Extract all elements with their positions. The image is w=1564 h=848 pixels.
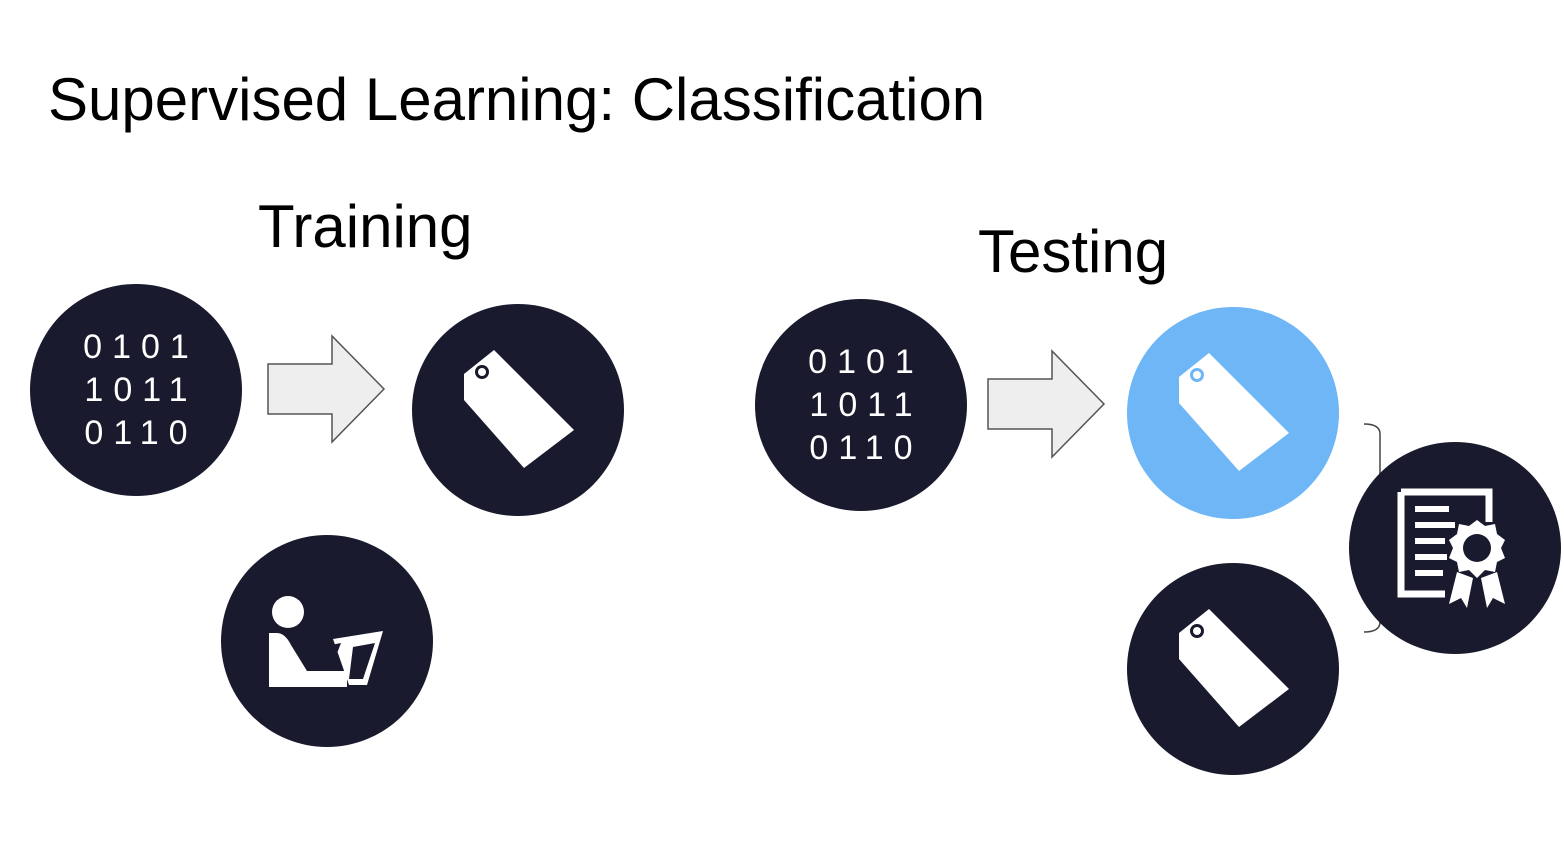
- true-label-circle: [1127, 563, 1339, 775]
- binary-row: 0110: [84, 413, 198, 452]
- tag-icon: [1179, 609, 1289, 727]
- testing-data-circle: 0101 1011 0110: [755, 299, 967, 511]
- tag-icon: [1179, 353, 1289, 471]
- training-label-circle: [412, 304, 624, 516]
- training-arrow-icon: [267, 334, 386, 444]
- slide-title: Supervised Learning: Classification: [48, 66, 986, 133]
- certificate-icon: [1397, 488, 1505, 608]
- testing-heading: Testing: [978, 218, 1169, 285]
- evaluation-circle: [1349, 442, 1561, 654]
- tag-icon: [464, 350, 574, 468]
- training-heading: Training: [258, 193, 473, 260]
- binary-data-icon: 0101 1011 0110: [798, 341, 924, 470]
- predicted-label-circle: [1127, 307, 1339, 519]
- testing-arrow-icon: [987, 349, 1106, 459]
- person-at-laptop-icon: [269, 596, 383, 687]
- binary-row: 0110: [809, 428, 923, 467]
- binary-data-icon: 0101 1011 0110: [73, 326, 199, 455]
- annotator-circle: [221, 535, 433, 747]
- training-data-circle: 0101 1011 0110: [30, 284, 242, 496]
- binary-row: 0101: [808, 342, 924, 381]
- binary-row: 0101: [83, 327, 199, 366]
- binary-row: 1011: [84, 370, 198, 409]
- binary-row: 1011: [809, 385, 923, 424]
